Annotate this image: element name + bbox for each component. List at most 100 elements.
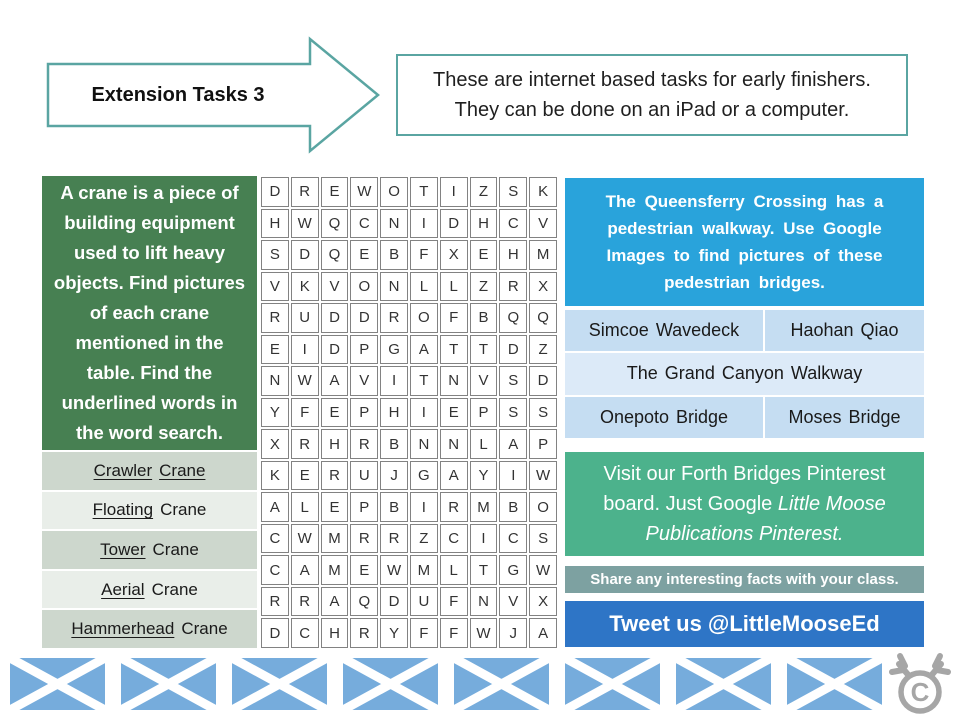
word-search-cell: Q	[350, 586, 379, 617]
word-search-cell: I	[290, 334, 319, 365]
pinterest-task-box: Visit our Forth Bridges Pinterest board.…	[565, 452, 924, 556]
crane-word: Floating	[92, 500, 154, 520]
flag-strip	[10, 658, 882, 710]
bridge-cell: Simcoe Wavedeck	[565, 310, 763, 352]
word-search-cell: T	[469, 555, 498, 585]
word-search-cell: C	[261, 523, 289, 554]
word-search-cell: B	[499, 492, 528, 522]
word-search-cell: M	[529, 240, 557, 270]
saltire-icon	[232, 658, 327, 710]
word-search-cell: J	[380, 460, 408, 491]
little-moose-copyright-logo: C	[884, 650, 956, 716]
word-search-cell: E	[320, 492, 349, 522]
word-search-cell: U	[350, 460, 379, 491]
scotland-saltire-flag	[121, 658, 216, 710]
share-facts-banner: Share any interesting facts with your cl…	[565, 566, 924, 593]
word-search-cell: A	[290, 555, 319, 585]
intro-text-box: These are internet based tasks for early…	[396, 54, 908, 136]
word-search-cell: R	[439, 492, 468, 522]
word-search-cell: A	[529, 618, 557, 648]
crane-word: Crane	[152, 539, 199, 559]
word-search-cell: H	[320, 618, 349, 648]
word-search-cell: F	[290, 397, 319, 428]
word-search-cell: B	[380, 429, 408, 459]
word-search-cell: R	[350, 429, 379, 459]
table-row: Onepoto Bridge Moses Bridge	[565, 396, 924, 438]
right-arrow-icon	[46, 36, 380, 154]
table-row: The Grand Canyon Walkway	[565, 353, 924, 395]
bridge-cell: Onepoto Bridge	[565, 396, 763, 438]
word-search-cell: N	[439, 366, 468, 396]
word-search-cell: Z	[469, 177, 498, 207]
word-search-cell: S	[529, 523, 557, 554]
word-search-cell: X	[261, 429, 289, 459]
word-search-cell: A	[439, 460, 468, 491]
word-search-cell: I	[499, 460, 528, 491]
word-search-cell: E	[261, 334, 289, 365]
word-search-cell: W	[290, 208, 319, 239]
word-search-cell: R	[320, 460, 349, 491]
table-row: Simcoe Wavedeck Haohan Qiao	[565, 310, 924, 352]
bridge-cell: Haohan Qiao	[765, 310, 924, 352]
word-search-cell: Y	[380, 618, 408, 648]
word-search-cell: E	[439, 397, 468, 428]
crane-word: Crane	[181, 619, 228, 639]
word-search-cell: G	[499, 555, 528, 585]
word-search-cell: D	[499, 334, 528, 365]
crane-word: Crane	[151, 579, 198, 599]
crane-type-table: Crawler Crane Floating Crane Tower Crane…	[42, 452, 257, 648]
word-search-cell: E	[290, 460, 319, 491]
word-search-cell: U	[409, 586, 438, 617]
saltire-icon	[565, 658, 660, 710]
word-search-cell: F	[439, 586, 468, 617]
table-row: Crawler Crane	[42, 452, 257, 490]
word-search-cell: M	[320, 523, 349, 554]
crane-word: Crawler	[93, 460, 153, 480]
word-search-cell: W	[469, 618, 498, 648]
scotland-saltire-flag	[343, 658, 438, 710]
word-search-cell: R	[261, 586, 289, 617]
word-search-cell: I	[439, 177, 468, 207]
word-search-cell: K	[261, 460, 289, 491]
word-search-cell: C	[499, 523, 528, 554]
svg-text:C: C	[911, 677, 930, 707]
word-search-cell: C	[261, 555, 289, 585]
word-search-cell: Q	[529, 303, 557, 333]
word-search-cell: A	[320, 586, 349, 617]
word-search-cell: V	[499, 586, 528, 617]
word-search-cell: N	[261, 366, 289, 396]
word-search-cell: K	[529, 177, 557, 207]
word-search-cell: W	[380, 555, 408, 585]
word-search-cell: L	[409, 271, 438, 302]
word-search-cell: R	[499, 271, 528, 302]
saltire-icon	[787, 658, 882, 710]
word-search-cell: Z	[409, 523, 438, 554]
word-search-cell: P	[350, 397, 379, 428]
word-search-cell: D	[350, 303, 379, 333]
word-search-cell: O	[380, 177, 408, 207]
word-search-cell: B	[380, 240, 408, 270]
word-search-cell: Q	[320, 240, 349, 270]
word-search-cell: R	[350, 523, 379, 554]
word-search-cell: M	[409, 555, 438, 585]
word-search-cell: B	[469, 303, 498, 333]
word-search-cell: F	[409, 618, 438, 648]
word-search-cell: F	[439, 618, 468, 648]
word-search-cell: N	[380, 271, 408, 302]
crane-word: Crane	[159, 460, 206, 480]
saltire-icon	[343, 658, 438, 710]
table-row: Hammerhead Crane	[42, 610, 257, 648]
pinterest-text-regular: Visit our Forth Bridges Pinterest board.…	[603, 463, 886, 515]
word-search-cell: S	[499, 397, 528, 428]
word-search-cell: I	[409, 492, 438, 522]
word-search-cell: D	[529, 366, 557, 396]
word-search-cell: D	[320, 303, 349, 333]
word-search-cell: V	[261, 271, 289, 302]
word-search-cell: L	[439, 555, 468, 585]
word-search-cell: E	[320, 397, 349, 428]
word-search-cell: A	[261, 492, 289, 522]
word-search-cell: S	[261, 240, 289, 270]
word-search-cell: W	[290, 366, 319, 396]
word-search-cell: E	[469, 240, 498, 270]
